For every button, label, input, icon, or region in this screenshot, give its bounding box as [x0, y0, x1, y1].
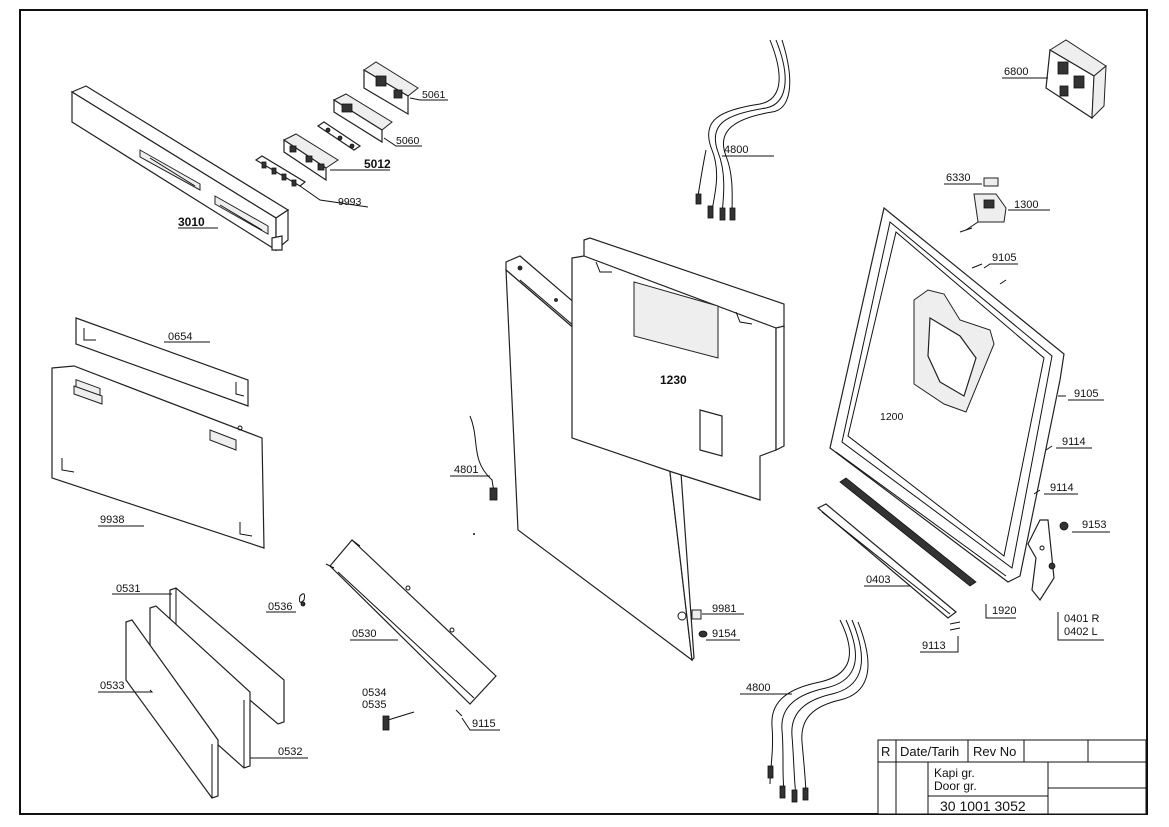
label-0534: 0534 — [362, 687, 386, 699]
part-9154-washer — [698, 630, 708, 638]
label-0532: 0532 — [278, 746, 302, 758]
label-1920: 1920 — [992, 605, 1016, 617]
label-1200: 1200 — [880, 411, 904, 423]
label-0533: 0533 — [100, 680, 124, 692]
title-col-r: R — [881, 744, 890, 759]
label-5061: 5061 — [422, 89, 446, 101]
part-5060-module — [316, 93, 393, 151]
part-0654-plate — [75, 317, 249, 407]
label-0530: 0530 — [352, 628, 376, 640]
part-6330-button — [983, 177, 999, 187]
label-0401: 0401 R — [1064, 613, 1100, 625]
part-9981-clip — [691, 609, 702, 620]
part-1200-inner-liner — [829, 206, 1065, 583]
label-0654: 0654 — [168, 331, 192, 343]
part-0536-spring — [299, 593, 306, 607]
label-0535: 0535 — [362, 699, 386, 711]
title-name-en: Door gr. — [934, 779, 977, 793]
label-0531: 0531 — [116, 583, 140, 595]
part-5061-module — [363, 61, 419, 116]
part-6800-module — [1045, 39, 1107, 120]
label-1300: 1300 — [1014, 199, 1038, 211]
label-9153: 9153 — [1082, 519, 1106, 531]
label-9993: 9993 — [338, 196, 362, 208]
part-0530-rail — [325, 539, 497, 705]
label-4800-top: 4800 — [724, 144, 748, 156]
label-9981: 9981 — [712, 603, 736, 615]
label-9105-side: 9105 — [1074, 388, 1098, 400]
label-6330: 6330 — [946, 172, 970, 184]
label-4800-bottom: 4800 — [746, 682, 770, 694]
part-9114-clip-b — [1033, 489, 1041, 495]
part-9114-clip-a — [1045, 445, 1053, 451]
part-5012-electronic-board — [283, 133, 339, 182]
label-9113: 9113 — [922, 640, 946, 652]
label-0402: 0402 L — [1064, 626, 1098, 638]
part-9938-panel — [51, 365, 265, 549]
label-1230: 1230 — [660, 373, 687, 387]
title-number: 30 1001 3052 — [940, 798, 1026, 814]
part-9153-hinge — [1027, 519, 1069, 602]
part-0533-plinth — [125, 619, 219, 799]
part-3010-control-panel — [70, 85, 290, 252]
label-9154: 9154 — [712, 628, 736, 640]
label-0536: 0536 — [268, 601, 292, 613]
label-0403: 0403 — [866, 574, 890, 586]
part-4800-harness-bottom — [767, 619, 869, 803]
part-1230-inner-panel — [571, 237, 785, 501]
part-9993-button-strip — [254, 155, 307, 187]
label-4801: 4801 — [454, 464, 478, 476]
label-5060: 5060 — [396, 135, 420, 147]
part-9115-screw — [455, 709, 463, 717]
title-name-tr: Kapi gr. — [934, 766, 975, 780]
label-9105-top: 9105 — [992, 252, 1016, 264]
part-9105-screws-top — [971, 263, 1007, 285]
part-0534-0535-latch — [382, 711, 415, 731]
label-3010: 3010 — [178, 215, 205, 229]
label-6800: 6800 — [1004, 66, 1028, 78]
label-5012: 5012 — [364, 157, 391, 171]
part-1300-lock — [959, 193, 1007, 233]
label-9938: 9938 — [100, 514, 124, 526]
part-0403-rail — [816, 477, 977, 619]
part-4800-harness-top — [695, 39, 791, 221]
part-9113-screw — [949, 621, 961, 631]
label-9114-a: 9114 — [1062, 436, 1086, 448]
part-4801-cable — [469, 415, 498, 501]
label-9114-b: 9114 — [1050, 482, 1074, 494]
drawing-frame — [19, 9, 1148, 815]
title-col-date: Date/Tarih — [900, 744, 959, 759]
title-block — [877, 739, 1147, 815]
title-col-rev: Rev No — [973, 744, 1016, 759]
label-9115: 9115 — [472, 718, 496, 730]
